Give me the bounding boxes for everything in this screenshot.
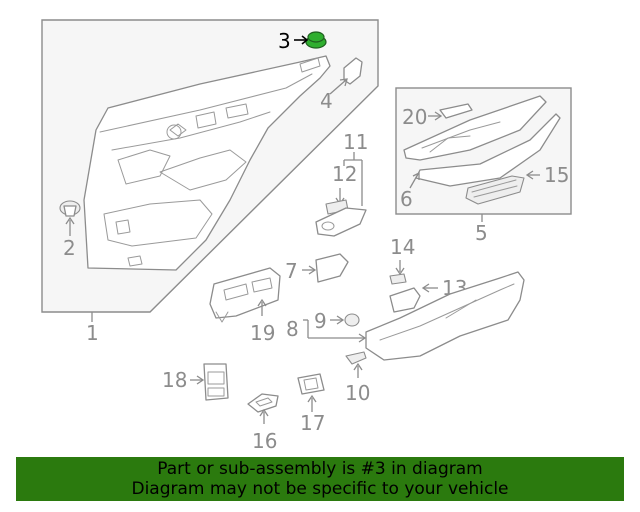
callout-14: 14 — [390, 235, 415, 259]
callout-11: 11 — [343, 130, 368, 154]
part-14-clip — [389, 273, 407, 285]
notice-line-2: Diagram may not be specific to your vehi… — [131, 479, 509, 499]
part-18-switch — [203, 363, 229, 401]
door-trim-panel — [83, 55, 331, 271]
callout-5: 5 — [475, 221, 488, 245]
callout-1: 1 — [86, 321, 99, 345]
part-10-bracket — [345, 351, 367, 365]
callout-2: 2 — [63, 236, 76, 260]
callout-7: 7 — [285, 259, 298, 283]
part-17-bezel — [297, 373, 325, 395]
part-11-handle — [315, 207, 367, 237]
callout-19: 19 — [250, 321, 275, 345]
part-7-cover — [315, 253, 349, 283]
callout-16: 16 — [252, 429, 277, 453]
callout-6: 6 — [400, 187, 413, 211]
callout-10: 10 — [345, 381, 370, 405]
notice-line-1: Part or sub-assembly is #3 in diagram — [157, 459, 483, 479]
part-6-trim-strip — [403, 95, 547, 161]
notice-banner: Part or sub-assembly is #3 in diagram Di… — [16, 457, 624, 501]
callout-18: 18 — [162, 368, 187, 392]
part-20-insert — [439, 103, 473, 119]
part-19-switch-panel — [209, 267, 281, 323]
callout-4: 4 — [320, 89, 333, 113]
part-9-fastener — [344, 313, 360, 327]
callout-20: 20 — [402, 105, 427, 129]
part-13-trim-clip — [389, 287, 421, 313]
callout-15: 15 — [544, 163, 569, 187]
part-8-armrest — [365, 271, 525, 361]
callout-17: 17 — [300, 411, 325, 435]
callout-8: 8 — [286, 317, 299, 341]
callout-3: 3 — [278, 29, 291, 53]
callout-9: 9 — [314, 309, 327, 333]
part-16-bezel — [247, 393, 279, 413]
part-2-clip — [59, 200, 81, 217]
part-15-trim-lower — [415, 113, 561, 187]
part-3-grommet — [305, 31, 327, 49]
callout-12: 12 — [332, 162, 357, 186]
part-15-grille — [465, 175, 525, 205]
parts-diagram: 2 3 4 1 20 15 6 5 11 12 — [41, 19, 572, 453]
